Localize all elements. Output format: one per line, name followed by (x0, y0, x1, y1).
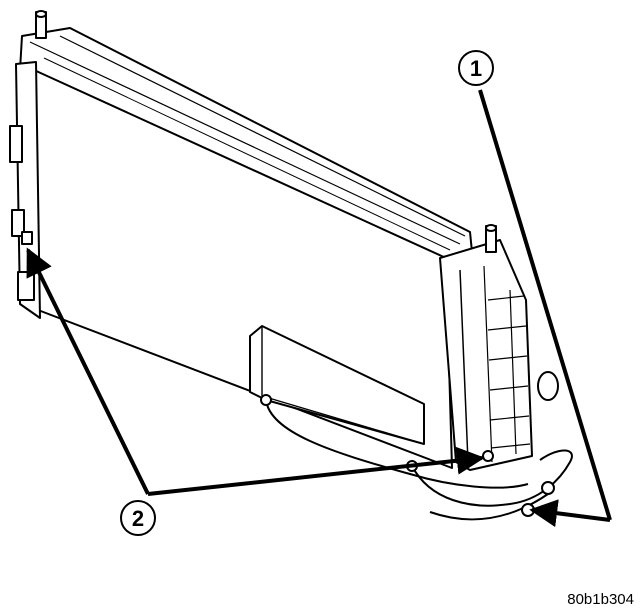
left-bracket-top (9, 125, 23, 163)
callout-2-leader-up (26, 247, 150, 495)
outlet-fitting (537, 371, 559, 401)
cooler-line-upper (411, 449, 573, 507)
top-mount-post-left (35, 10, 47, 39)
left-bracket-bottom (17, 271, 35, 301)
callout-1: 1 (458, 50, 612, 528)
callout-1-arrow (529, 499, 611, 528)
right-tank-ribs (487, 295, 531, 449)
cooler-fitting-5 (541, 481, 555, 495)
top-mount-post-right (485, 224, 497, 253)
cooler-fitting-1 (260, 394, 272, 406)
callout-2: 2 (26, 247, 485, 536)
callout-2-label: 2 (132, 506, 144, 531)
callout-2-leader-right (147, 446, 485, 496)
cooler-fitting-3 (482, 450, 494, 462)
callout-2-circle (120, 500, 156, 536)
callout-1-leader (478, 89, 612, 521)
figure-code: 80b1b304 (567, 591, 634, 608)
callout-1-label: 1 (470, 56, 482, 81)
right-side-tank (439, 239, 533, 471)
left-fitting (21, 231, 33, 245)
radiator (9, 10, 573, 521)
callout-1-circle (458, 50, 494, 86)
left-bracket-mid (11, 209, 25, 237)
cooler-line-lower (265, 399, 529, 489)
